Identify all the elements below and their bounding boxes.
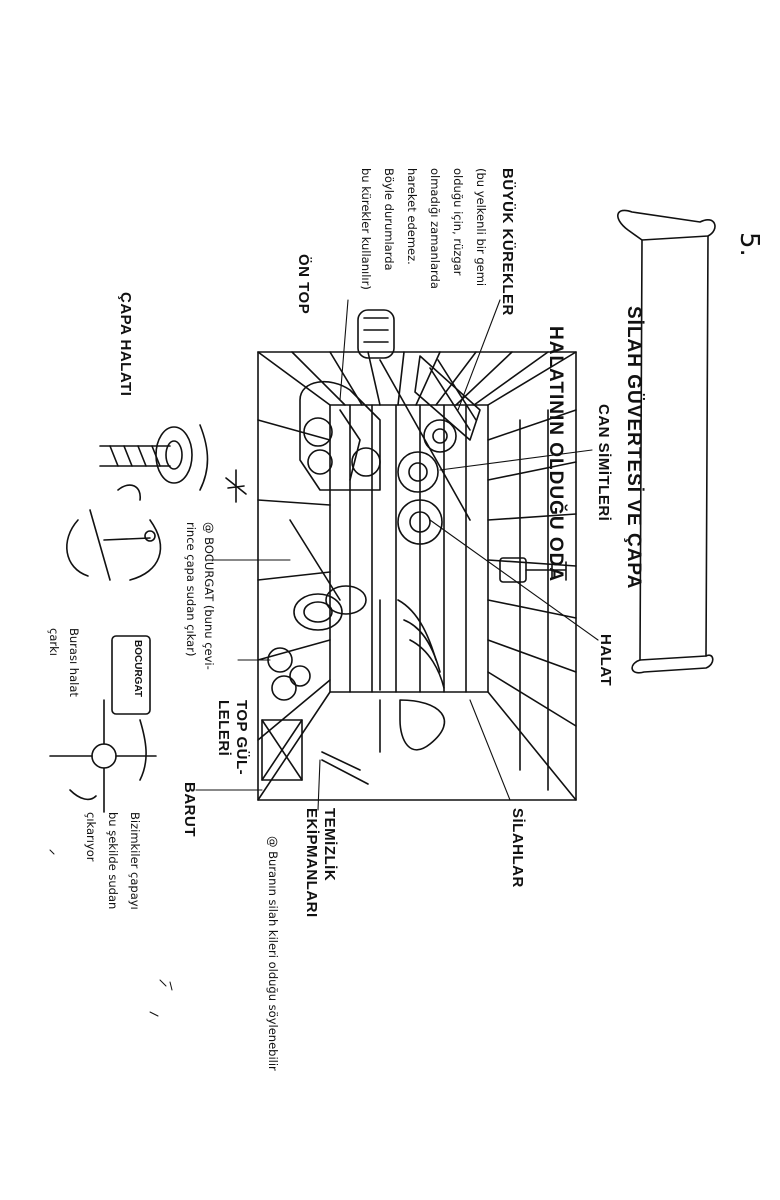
label-bizimkiler: Bizimkiler çapayı bu şekilde sudan çıkar…: [84, 812, 142, 910]
label-buyuk-kurekler: BÜYÜK KÜREKLER: [499, 168, 516, 316]
label-halat: HALAT: [597, 634, 614, 687]
anchor-rope: [99, 424, 209, 491]
leader-lines: [195, 299, 599, 811]
label-bocurgat-note: @ BOCURGAT (bunu çevi- rince çapa sudan …: [184, 522, 216, 670]
label-temizlik: TEMİZLİK EKİPMANLARI: [303, 808, 338, 918]
floor-anchor: [379, 699, 446, 753]
oars: [379, 355, 481, 521]
label-can-simitleri: CAN SİMİTLERİ: [595, 404, 612, 522]
room-capstan: [225, 469, 247, 503]
label-on-top: ÖN TOP: [295, 254, 312, 315]
label-burasi-halat: Burası halat çarkı: [47, 628, 81, 697]
cleaning-equipment: [261, 719, 369, 785]
title-line-2: HALATININ OLDUĞU ODA: [545, 326, 566, 583]
cannon-carriage: [299, 381, 381, 491]
room-outline: [257, 351, 577, 801]
anchor-icon: [66, 484, 162, 581]
weapons-rack: [379, 599, 445, 691]
ink-marks: [49, 849, 173, 1017]
title-scroll: [617, 209, 716, 674]
label-barut: BARUT: [181, 782, 198, 837]
rope-coils: [289, 519, 367, 631]
label-top-gulleleri: TOP GÜL- LELERİ: [215, 700, 250, 776]
page-number: 5.: [734, 232, 764, 257]
page-title: SİLAH GÜVERTESİ VE ÇAPA HALATININ OLDUĞU…: [490, 306, 698, 589]
label-silahlar: SİLAHLAR: [509, 808, 526, 888]
title-line-1: SİLAH GÜVERTESİ VE ÇAPA: [623, 306, 644, 590]
front-cannon: [357, 309, 395, 359]
label-capa-halati: ÇAPA HALATI: [117, 292, 134, 397]
label-bocurgat-sign: BOCURGAT: [132, 640, 143, 698]
label-buyuk-kurekler-note: (bu yelkenli bir gemi olduğu için, rüzga…: [359, 168, 488, 290]
life-rings: [397, 419, 457, 545]
capstan-wheel: [49, 635, 157, 813]
label-silah-kileri: @ Buranın silah kileri olduğu söylenebil…: [266, 836, 280, 1071]
